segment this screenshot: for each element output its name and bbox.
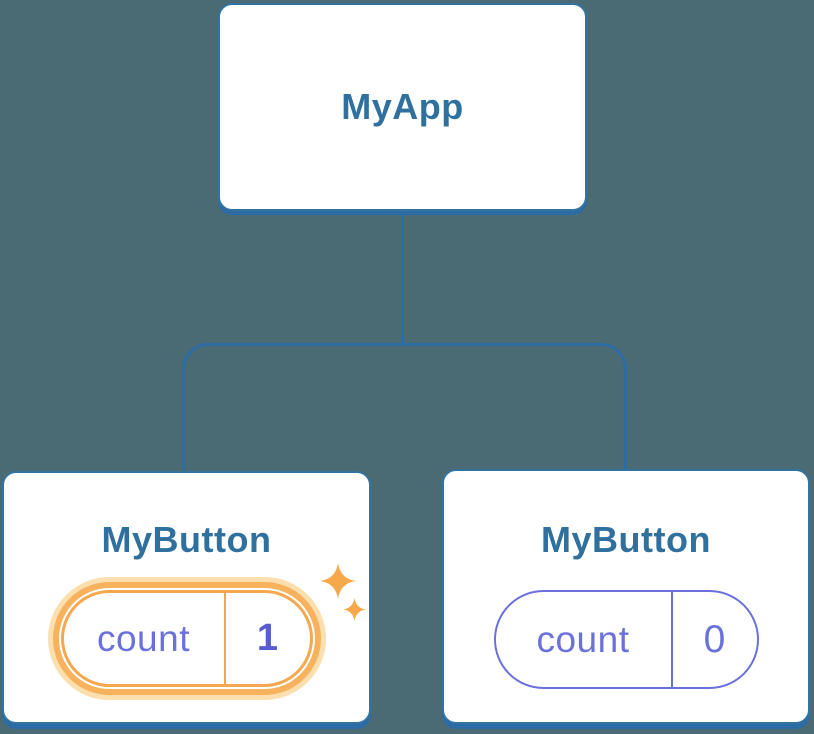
node-myapp-label: MyApp (341, 86, 464, 127)
node-myapp: MyApp (218, 3, 587, 211)
state-key-label: count (536, 618, 630, 660)
state-value: 1 (256, 617, 279, 659)
state-pill-highlighted: count 1 (60, 590, 313, 687)
connector-branch-bracket (182, 343, 627, 470)
node-mybutton-2-label: MyButton (541, 519, 711, 560)
pill-divider (223, 593, 226, 684)
state-key-label: count (96, 617, 190, 659)
sparkles-icon (320, 563, 356, 599)
sparkle-small-icon (343, 598, 366, 621)
connector-trunk-line (401, 213, 404, 345)
node-mybutton-2: MyButton count 0 (442, 469, 810, 724)
state-pill-default: count 0 (493, 590, 759, 689)
pill-divider (670, 592, 673, 687)
node-mybutton-1-label: MyButton (101, 519, 272, 560)
node-mybutton-1: MyButton count 1 (2, 471, 371, 724)
state-value: 0 (703, 617, 726, 661)
